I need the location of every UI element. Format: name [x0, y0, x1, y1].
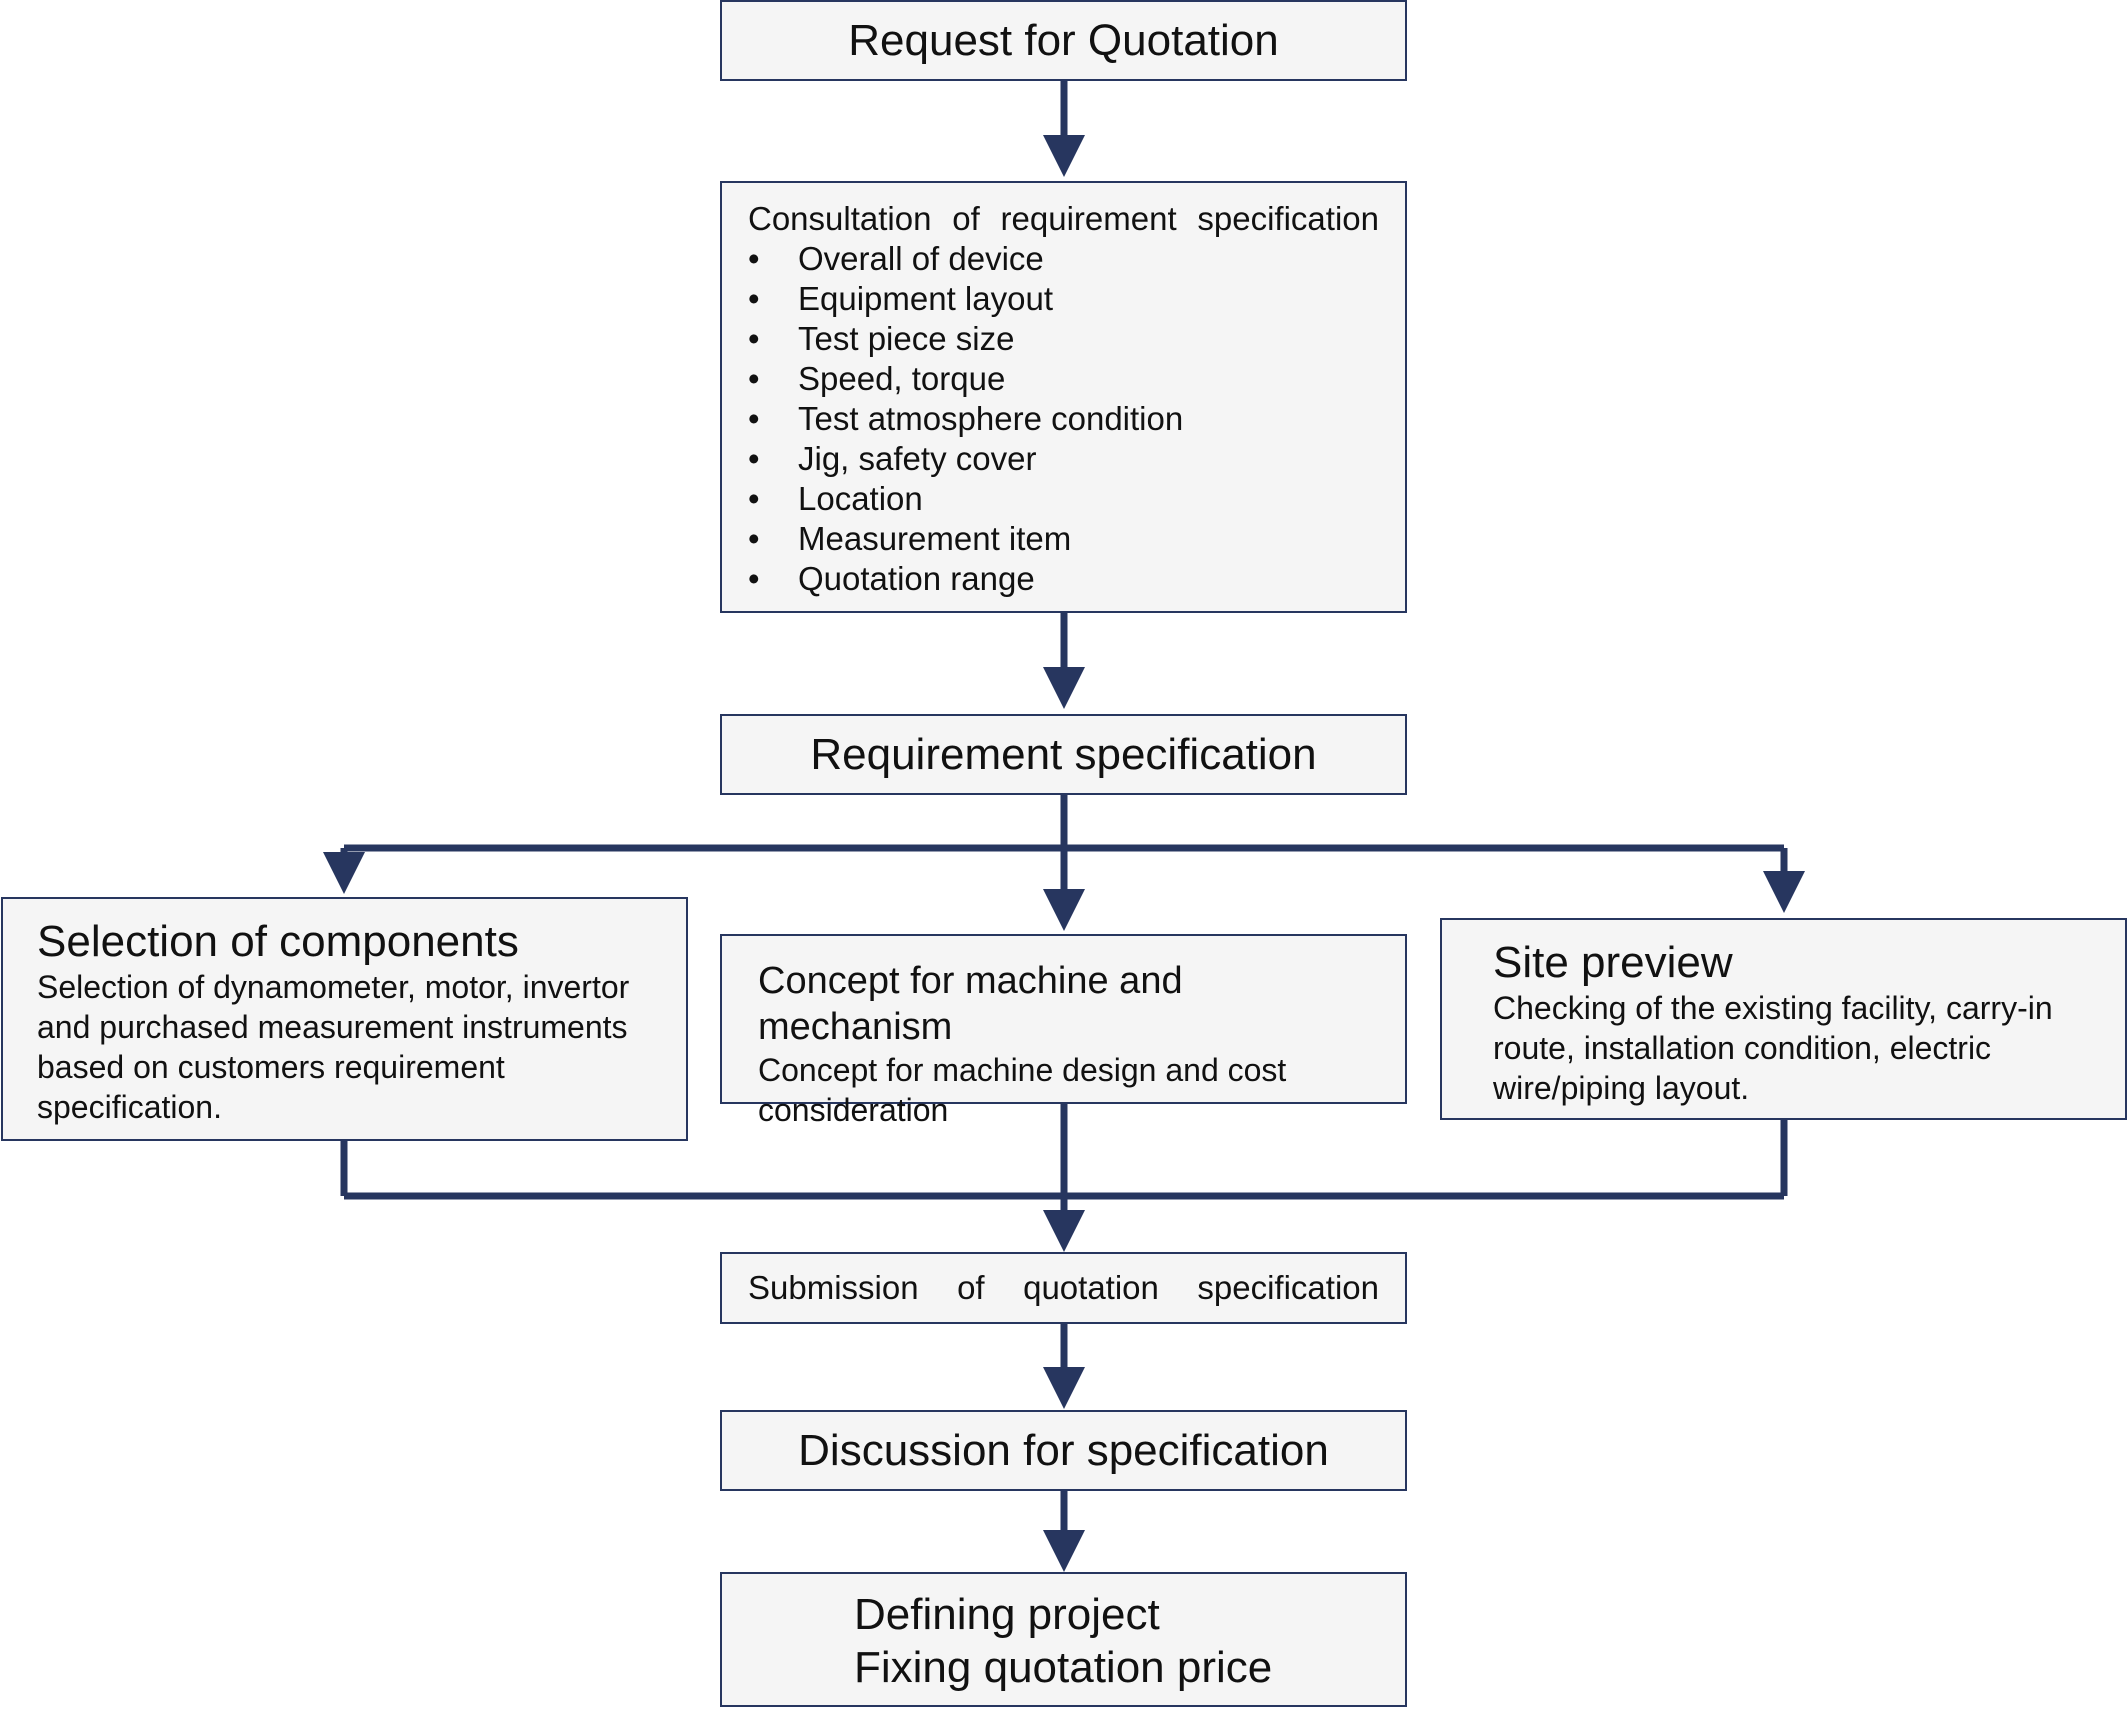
- list-item: Test piece size: [748, 319, 1379, 359]
- list-item: Speed, torque: [748, 359, 1379, 399]
- request-box: Request for Quotation: [720, 0, 1407, 81]
- list-item: Quotation range: [748, 559, 1379, 599]
- final-line-2: Fixing quotation price: [854, 1643, 1273, 1692]
- concept-box: Concept for machine and mechanism Concep…: [720, 934, 1407, 1128]
- discussion-title: Discussion for specification: [798, 1425, 1329, 1475]
- site-box: Site preview Checking of the existing fa…: [1440, 918, 2127, 1120]
- requirement-box: Requirement specification: [720, 714, 1407, 795]
- submission-box: Submission of quotation specification: [720, 1252, 1407, 1324]
- final-box: Defining project Fixing quotation price: [720, 1572, 1407, 1707]
- selection-body: Selection of dynamometer, motor, inverto…: [37, 969, 630, 1125]
- site-title: Site preview: [1493, 938, 1733, 987]
- list-item: Measurement item: [748, 519, 1379, 559]
- list-item: Equipment layout: [748, 279, 1379, 319]
- selection-box: Selection of components Selection of dyn…: [1, 897, 688, 1141]
- list-item: Overall of device: [748, 239, 1379, 279]
- site-body: Checking of the existing facility, carry…: [1493, 990, 2053, 1106]
- selection-title: Selection of components: [37, 917, 519, 966]
- request-title: Request for Quotation: [848, 15, 1279, 65]
- concept-body: Concept for machine design and cost cons…: [758, 1052, 1287, 1128]
- list-item: Jig, safety cover: [748, 439, 1379, 479]
- list-item: Test atmosphere condition: [748, 399, 1379, 439]
- list-item: Location: [748, 479, 1379, 519]
- consultation-list: Overall of device Equipment layout Test …: [748, 239, 1379, 599]
- submission-title: Submission of quotation specification: [748, 1269, 1379, 1306]
- discussion-box: Discussion for specification: [720, 1410, 1407, 1491]
- consultation-title: Consultation of requirement specificatio…: [748, 200, 1379, 237]
- final-line-1: Defining project: [854, 1590, 1160, 1639]
- consultation-box: Consultation of requirement specificatio…: [720, 181, 1407, 613]
- requirement-title: Requirement specification: [810, 729, 1317, 779]
- concept-title: Concept for machine and mechanism: [758, 960, 1183, 1048]
